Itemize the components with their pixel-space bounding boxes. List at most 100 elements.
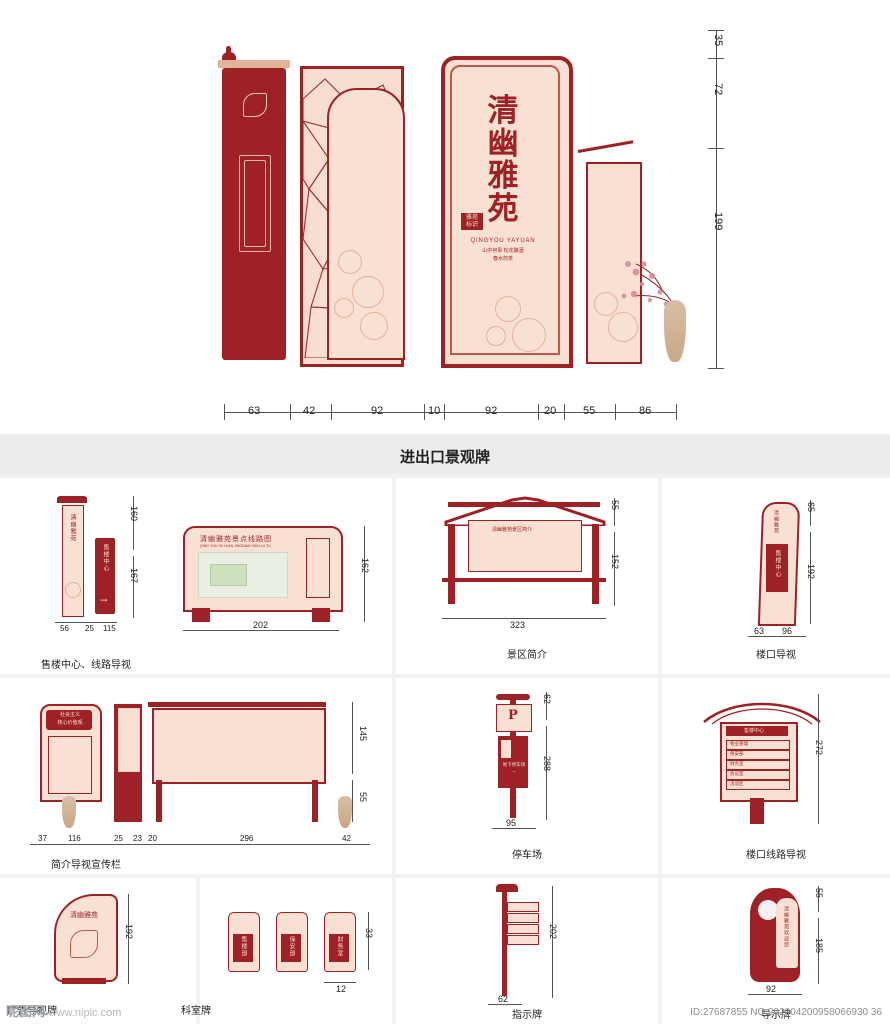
billboard-main: [152, 708, 326, 784]
cell1-vaxis-b: [133, 556, 134, 618]
cell5-vaxis-a: [546, 692, 547, 720]
main-title-panel-inner-border: [450, 65, 560, 355]
plate-1-text: 售楼部: [240, 936, 247, 957]
cell10-caption: 导示牌: [761, 1010, 791, 1021]
cell3-dim-192: 192: [806, 564, 816, 580]
guide-sign-panel: [776, 898, 798, 968]
signa-lattice-2: [244, 160, 266, 247]
title-char-3: 雅: [487, 158, 519, 195]
billboard-leg-r: [312, 780, 318, 822]
billboard-vase-l: [62, 796, 76, 828]
cell1-dim-202: 202: [253, 620, 269, 630]
cell3-vaxis-b: [810, 532, 811, 624]
watermark-site-url: www.nipic.com: [48, 1007, 122, 1019]
hdim-tick-1: [290, 404, 291, 420]
cell5-dim-288: 288: [542, 756, 552, 772]
floor-guide-row-1: [726, 740, 790, 750]
sales-panel-arrow: →: [100, 596, 108, 606]
hdim-axis: [224, 412, 676, 413]
cell8-caption: 科室牌: [181, 1006, 211, 1017]
cell3-dim-65: 65: [806, 502, 816, 513]
parking-p-icon: P: [508, 708, 518, 723]
cell9-dim-202: 202: [548, 924, 558, 940]
billboard-slogan: 社会主义 核心价值观: [57, 712, 83, 726]
right-wall-roof: [577, 140, 634, 153]
section-title: 进出口景观牌: [399, 448, 490, 466]
billboard-vase-r: [338, 796, 352, 828]
ad-sign-logo: 清幽雅苑: [70, 911, 98, 919]
cell4-dim-37: 37: [38, 834, 47, 843]
title-seal: 雅苑 标识: [461, 213, 483, 231]
cell-scenic-intro: 清幽雅苑景区简介 松花酿酒 春水煎茶 55 152 323 景区简介: [396, 478, 658, 674]
title-char-2: 幽: [487, 125, 519, 162]
hdim-label-92a: 92: [371, 405, 384, 417]
tower-text: 清幽雅苑: [69, 514, 76, 542]
direction-arrow-1: [507, 902, 539, 912]
cell3-vaxis-a: [810, 500, 811, 526]
floor-guide-header: [726, 726, 788, 736]
cell3-caption: 楼口导视: [756, 650, 796, 661]
floor-guide-roof: [703, 702, 821, 725]
billboard-leg-l: [156, 780, 162, 822]
direction-arrow-2: [507, 913, 539, 923]
cell5-dim-95: 95: [506, 818, 517, 828]
cell4-dim-25: 25: [114, 834, 123, 843]
floor-guide-row-1-text: 物业管理: [730, 742, 748, 747]
signa-lattice: [239, 155, 271, 252]
vdim-tick-top: [708, 30, 724, 31]
floor-guide-row-3-text: 财务室: [730, 762, 744, 767]
cell1-dim-25: 25: [85, 624, 94, 633]
route-map-foot-r: [312, 608, 330, 622]
cell1-dim-160: 160: [129, 506, 139, 522]
intro-post-r: [592, 524, 599, 604]
signa-finial: [222, 52, 236, 60]
vdim-label-199: 199: [712, 212, 724, 231]
hdim-tick-7: [615, 404, 616, 420]
cell10-vaxis-a: [818, 886, 819, 912]
cell6-dim-272: 272: [814, 740, 824, 756]
cell1-hdim-202: [183, 630, 339, 631]
main-circle-2: [512, 318, 546, 352]
floor-guide-row-4: [726, 770, 790, 780]
cell1-dim-56: 56: [60, 624, 69, 633]
direction-mast: [502, 886, 507, 996]
route-map-title: 清幽雅苑景点线路图: [200, 535, 272, 543]
sales-panel-text: 售楼中心: [102, 544, 109, 572]
cell2-vaxis-b: [614, 532, 615, 606]
cell9-dim-62: 62: [498, 994, 509, 1004]
cell-direction-sign: 202 62 指示牌: [396, 878, 658, 1024]
plate-3-band: [329, 934, 349, 962]
cell2-dim-323: 323: [510, 620, 526, 630]
direction-arrow-3: [507, 924, 539, 934]
ad-sign-base: [62, 978, 106, 984]
section-band: [0, 434, 890, 474]
cell2-dim-152: 152: [610, 554, 620, 570]
vdim-label-35: 35: [712, 34, 724, 47]
hdim-label-42: 42: [303, 405, 316, 417]
sign-b-circle-4: [360, 312, 388, 340]
cell5-vaxis-b: [546, 726, 547, 820]
cell3-dim-96: 96: [782, 626, 793, 636]
cell3-hdim: [748, 636, 806, 637]
cell-sales-center-route: 清幽雅苑 售楼中心 → 56 25 115 160 167 清幽雅苑景点线路图 …: [0, 478, 392, 674]
sign-b-circle-3: [334, 298, 354, 318]
hdim-label-20: 20: [544, 405, 557, 417]
cell6-vaxis: [818, 694, 819, 824]
cell7-vaxis: [128, 894, 129, 984]
intro-board: [468, 520, 582, 572]
billboard-mid-panel: [118, 708, 140, 772]
cell4-dim-296: 296: [240, 834, 254, 843]
cell8-vaxis: [368, 912, 369, 970]
cell5-dim-62: 62: [542, 694, 552, 705]
cell1-dim-167: 167: [129, 568, 139, 584]
cell6-caption: 楼口线路导视: [746, 850, 806, 861]
cell3-dim-63: 63: [754, 626, 765, 636]
billboard-left-header: [46, 710, 92, 730]
intro-post-l: [448, 524, 455, 604]
floor-guide-tail: [750, 798, 764, 824]
cell4-dim-20: 20: [148, 834, 157, 843]
cell5-hdim: [492, 828, 536, 829]
parking-sub-text: 地下停车场 →: [502, 762, 526, 773]
cell1-dim-162: 162: [360, 558, 370, 574]
